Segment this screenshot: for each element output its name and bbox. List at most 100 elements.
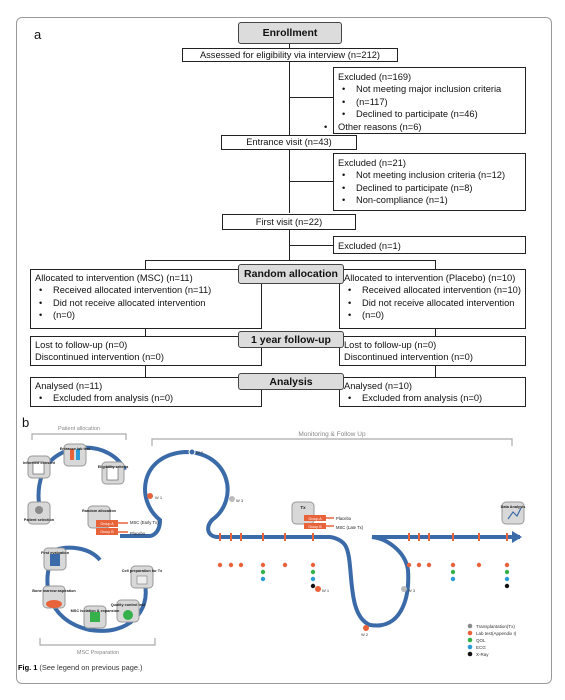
follow-up-line: Discontinued intervention (n=0)	[344, 352, 473, 363]
week-marker-w1	[147, 493, 153, 499]
figure-caption: Fig. 1 (See legend on previous page.)	[18, 663, 143, 672]
week-label: W 1	[322, 588, 330, 593]
follow-up-header: 1 year follow-up	[238, 331, 344, 348]
excluded-title: Excluded (n=21)	[338, 158, 406, 168]
excluded-item: Other reasons (n=6)	[320, 121, 521, 134]
allocation-item: Received allocated intervention (n=10)	[344, 284, 521, 297]
group-a-label: Group A	[100, 522, 114, 526]
allocation-title: Allocated to intervention (MSC) (n=11)	[35, 273, 193, 283]
analysis-title: Analysed (n=10)	[344, 381, 412, 391]
allocation-title: Allocated to intervention (Placebo) (n=1…	[344, 273, 516, 283]
data-analysis-label: Data Analysis	[501, 505, 526, 509]
allocation-msc-box: Allocated to intervention (MSC) (n=11) R…	[30, 269, 262, 329]
legend-swatch	[467, 651, 473, 657]
week-marker-w2	[363, 625, 369, 631]
msc-preparation-loop	[45, 549, 148, 633]
patient-allocation-bracket	[31, 433, 127, 440]
analysis-item: Excluded from analysis (n=0)	[35, 392, 257, 405]
patient-allocation-label: Patient allocation	[58, 426, 100, 432]
allocation-item: Did not receive allocated intervention	[344, 297, 521, 310]
analysis-msc-box: Analysed (n=11) Excluded from analysis (…	[30, 377, 262, 407]
excluded-item: Declined to participate (n=8)	[338, 182, 521, 195]
msc-preparation-label: MSC Preparation	[77, 650, 119, 656]
group-a-label: Group A	[308, 517, 322, 521]
connector	[435, 366, 436, 377]
week-label: W 2	[196, 450, 204, 455]
monitoring-bracket	[151, 438, 513, 446]
allocation-item: Did not receive allocated intervention	[35, 297, 257, 310]
connector	[289, 148, 290, 213]
legend-swatch	[467, 623, 473, 629]
group-b-tag	[96, 528, 118, 535]
enrollment-header: Enrollment	[238, 22, 342, 44]
week-marker-w1	[315, 586, 321, 592]
excluded-box-2: Excluded (n=21) Not meeting inclusion cr…	[333, 153, 526, 211]
monitoring-label: Monitoring & Follow Up	[298, 431, 366, 438]
follow-up-placebo-box: Lost to follow-up (n=0) Discontinued int…	[339, 336, 526, 366]
group-a-tag	[96, 520, 118, 527]
first-visit-box: First visit (n=22)	[222, 214, 356, 230]
eligibility-label: Eligibility criteria	[98, 465, 129, 469]
step-nodes	[27, 443, 525, 629]
legend-label: X-Ray	[476, 652, 489, 657]
analysis-title: Analysed (n=11)	[35, 381, 103, 391]
patient-selection-label: Patient selection	[24, 518, 55, 522]
connector	[289, 61, 290, 138]
excluded-item: Not meeting inclusion criteria (n=12)	[338, 169, 521, 182]
excluded-item: Declined to participate (n=46)	[338, 108, 521, 121]
connector	[145, 366, 146, 377]
panel-b-label: b	[22, 415, 30, 430]
first-evaluation-label: First evaluation	[41, 551, 70, 555]
excluded-box-3: Excluded (n=1)	[333, 236, 526, 254]
connector	[435, 260, 436, 269]
legend-label: Lab test(Appendix I)	[476, 631, 517, 636]
legend: Transplantation(Tx) Lab test(Appendix I)…	[467, 623, 517, 657]
group-b-label: Group B	[308, 525, 322, 529]
msc-preparation-bracket	[39, 638, 156, 646]
allocation-item: (n=0)	[35, 309, 257, 322]
allocation-item: Received allocated intervention (n=11)	[35, 284, 257, 297]
follow-up-msc-box: Lost to follow-up (n=0) Discontinued int…	[30, 336, 262, 366]
assessed-box: Assessed for eligibility via interview (…	[182, 48, 398, 62]
follow-up-line: Lost to follow-up (n=0)	[35, 340, 128, 350]
random-allocation-label: Random allocation	[82, 509, 117, 513]
connector	[145, 329, 146, 336]
week-label: W 3	[408, 588, 416, 593]
excluded-item: (n=117)	[338, 96, 521, 109]
connector	[145, 260, 435, 261]
excluded-item: Not meeting major inclusion criteria	[338, 83, 521, 96]
legend-label: Transplantation(Tx)	[476, 624, 515, 629]
legend-swatch	[467, 630, 473, 636]
legend-swatch	[467, 637, 473, 643]
analysis-placebo-box: Analysed (n=10) Excluded from analysis (…	[339, 377, 526, 407]
week-marker-w3	[229, 496, 235, 502]
entrance-lab-test-node	[63, 443, 87, 467]
connector	[289, 44, 290, 49]
timepoints-right	[406, 533, 510, 589]
connector	[435, 329, 436, 336]
entrance-lab-test-label: Entrance lab test	[60, 447, 91, 451]
placebo-label: Placebo	[130, 531, 146, 536]
quality-control-label: Quality control test	[111, 603, 146, 607]
connector	[289, 97, 333, 98]
allocation-item: (n=0)	[344, 309, 521, 322]
placebo-label: Placebo	[336, 516, 352, 521]
random-allocation-header: Random allocation	[238, 264, 344, 284]
timeline-arrowhead	[512, 531, 522, 543]
panel-a-label: a	[34, 27, 42, 42]
figure-caption-text: (See legend on previous page.)	[39, 663, 143, 672]
week-label: W 2	[361, 632, 369, 637]
tx-label: Tx	[300, 505, 306, 510]
excluded-title: Excluded (n=169)	[338, 72, 412, 82]
connector	[289, 181, 333, 182]
allocation-placebo-box: Allocated to intervention (Placebo) (n=1…	[339, 269, 526, 329]
follow-up-line: Discontinued intervention (n=0)	[35, 352, 164, 363]
legend-label: QOL	[476, 638, 486, 643]
week-marker-w3	[401, 586, 407, 592]
analysis-item: Excluded from analysis (n=0)	[344, 392, 521, 405]
follow-up-line: Lost to follow-up (n=0)	[344, 340, 437, 350]
analysis-header: Analysis	[238, 373, 344, 390]
bone-marrow-label: Bone marrow aspiration	[32, 589, 76, 593]
figure-number: Fig. 1	[18, 663, 38, 672]
